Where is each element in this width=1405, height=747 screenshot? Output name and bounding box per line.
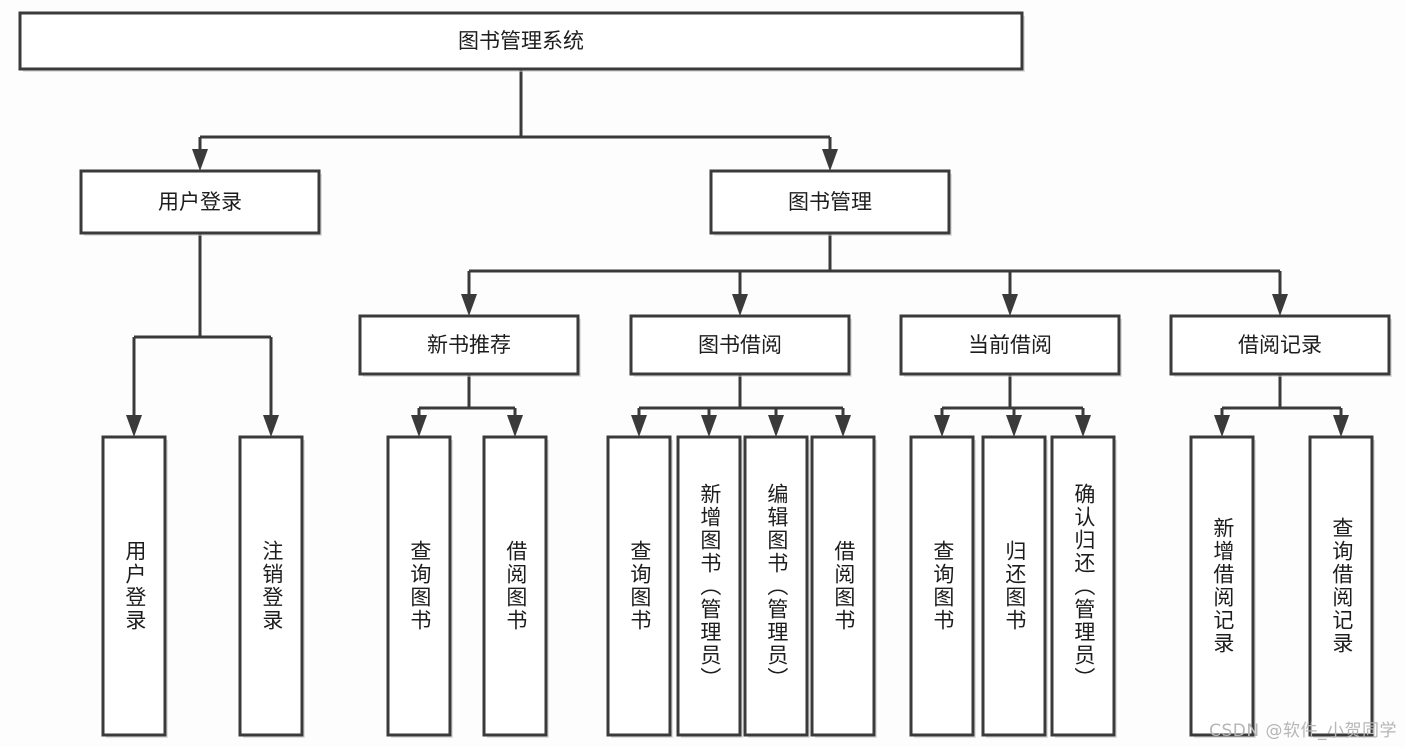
node-box[interactable]	[1169, 314, 1391, 376]
node-leaf-borrow-query[interactable]	[606, 435, 673, 738]
node-box[interactable]	[709, 169, 951, 235]
node-leaf-cur-return[interactable]	[981, 435, 1048, 738]
node-box[interactable]	[358, 314, 580, 376]
node-label: 新书推荐	[427, 333, 511, 357]
arrow-head-icon	[701, 415, 717, 437]
arrow-head-icon	[507, 415, 523, 437]
connector-group-c-book-manage	[461, 233, 1288, 316]
node-leaf-cur-confirm[interactable]	[1050, 435, 1117, 738]
arrow-head-icon	[822, 149, 838, 171]
arrow-head-icon	[768, 415, 784, 437]
arrow-head-icon	[126, 415, 142, 437]
node-leaf-borrow-add[interactable]	[676, 435, 743, 738]
arrow-head-icon	[835, 415, 851, 437]
node-book-borrow[interactable]: 图书借阅	[629, 314, 852, 377]
node-box[interactable]	[1050, 435, 1116, 737]
arrow-head-icon	[1272, 294, 1288, 316]
arrow-head-icon	[1333, 415, 1349, 437]
node-label-vertical: 借阅图书	[831, 540, 856, 632]
node-box[interactable]	[482, 435, 548, 737]
arrow-head-icon	[461, 294, 477, 316]
node-box[interactable]	[810, 435, 876, 737]
node-box[interactable]	[606, 435, 672, 737]
connector-group-c-user-login	[126, 233, 279, 437]
node-box[interactable]	[18, 11, 1024, 71]
node-box[interactable]	[238, 435, 304, 737]
arrow-head-icon	[263, 415, 279, 437]
node-label: 借阅记录	[1238, 333, 1322, 357]
node-box[interactable]	[899, 314, 1121, 376]
node-leaf-borrow-edit[interactable]	[743, 435, 810, 738]
node-new-book-rec[interactable]: 新书推荐	[358, 314, 581, 377]
node-box[interactable]	[79, 169, 321, 235]
arrow-head-icon	[1075, 415, 1091, 437]
arrow-head-icon	[411, 415, 427, 437]
node-leaf-rec-query[interactable]	[386, 435, 453, 738]
node-borrow-record[interactable]: 借阅记录	[1169, 314, 1392, 377]
node-label-vertical: 用户登录	[122, 540, 147, 632]
node-box[interactable]	[1308, 435, 1374, 737]
node-label-vertical: 借阅图书	[503, 540, 528, 632]
connector-layer	[126, 69, 1349, 437]
node-box[interactable]	[629, 314, 851, 376]
node-current-borrow[interactable]: 当前借阅	[899, 314, 1122, 377]
connector-group-c-book-borrow	[631, 374, 851, 437]
node-label: 用户登录	[158, 190, 242, 214]
node-label-vertical: 确认归还（管理员）	[1071, 482, 1096, 690]
node-leaf-borrow-lend[interactable]	[810, 435, 877, 738]
node-label-vertical: 新增图书（管理员）	[697, 482, 722, 690]
node-leaf-cur-query[interactable]	[909, 435, 976, 738]
node-book-manage[interactable]: 图书管理	[709, 169, 952, 236]
node-leaf-user-login[interactable]	[101, 435, 168, 738]
connector-group-c-root	[192, 69, 838, 171]
arrow-head-icon	[192, 149, 208, 171]
node-box[interactable]	[386, 435, 452, 737]
node-label-vertical: 新增借阅记录	[1210, 517, 1235, 655]
node-leaf-rec-add[interactable]	[1189, 435, 1256, 738]
node-box[interactable]	[981, 435, 1047, 737]
node-box[interactable]	[1189, 435, 1255, 737]
connector-group-c-borrow-record	[1214, 374, 1349, 437]
watermark-text: CSDN @软件_小贺同学	[1209, 721, 1397, 741]
arrow-head-icon	[934, 415, 950, 437]
node-label-vertical: 归还图书	[1002, 540, 1027, 632]
node-box[interactable]	[101, 435, 167, 737]
arrow-head-icon	[631, 415, 647, 437]
node-leaf-rec-borrow[interactable]	[482, 435, 549, 738]
node-leaf-rec-search[interactable]	[1308, 435, 1375, 738]
connector-group-c-new-book-rec	[411, 374, 523, 437]
node-label-vertical: 编辑图书（管理员）	[764, 482, 789, 690]
node-label: 图书借阅	[698, 333, 782, 357]
node-user-login[interactable]: 用户登录	[79, 169, 322, 236]
node-label-vertical: 查询图书	[930, 540, 955, 632]
node-label-vertical: 查询图书	[627, 540, 652, 632]
node-label: 当前借阅	[968, 333, 1052, 357]
node-label-vertical: 注销登录	[259, 540, 284, 632]
node-root[interactable]: 图书管理系统	[18, 11, 1025, 72]
node-label: 图书管理系统	[458, 29, 584, 53]
node-box[interactable]	[676, 435, 742, 737]
arrow-head-icon	[1002, 294, 1018, 316]
node-label-vertical: 查询图书	[407, 540, 432, 632]
node-box[interactable]	[909, 435, 975, 737]
node-leaf-user-logout[interactable]	[238, 435, 305, 738]
node-label-vertical: 查询借阅记录	[1329, 517, 1354, 655]
connector-group-c-current-borrow	[934, 374, 1091, 437]
node-label: 图书管理	[788, 190, 872, 214]
arrow-head-icon	[1006, 415, 1022, 437]
arrow-head-icon	[732, 294, 748, 316]
arrow-head-icon	[1214, 415, 1230, 437]
node-box[interactable]	[743, 435, 809, 737]
